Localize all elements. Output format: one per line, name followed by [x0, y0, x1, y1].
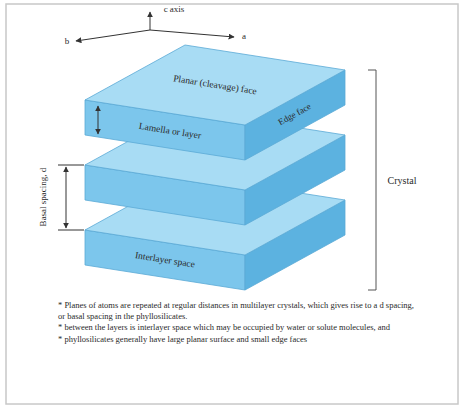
- notes-block: * Planes of atoms are repeated at regula…: [58, 300, 420, 346]
- axis-label: a: [242, 32, 246, 42]
- dimension-label: Basal spacing, d: [39, 168, 49, 227]
- picture-frame: [6, 4, 458, 404]
- crystal-bracket: [368, 70, 376, 290]
- axis-label: b: [65, 37, 70, 47]
- crystal-label: Crystal: [388, 175, 417, 186]
- axis-label: c axis: [164, 5, 185, 15]
- note-line: * between the layers is interlayer space…: [58, 322, 420, 333]
- layer-slabs: [85, 45, 345, 290]
- note-line: * Planes of atoms are repeated at regula…: [58, 300, 420, 321]
- basal-spacing-dimension: [58, 165, 84, 230]
- lamella-arrow: [98, 106, 99, 134]
- note-line: * phyllosilicates generally have large p…: [58, 334, 420, 345]
- axis-arrows: [76, 12, 234, 41]
